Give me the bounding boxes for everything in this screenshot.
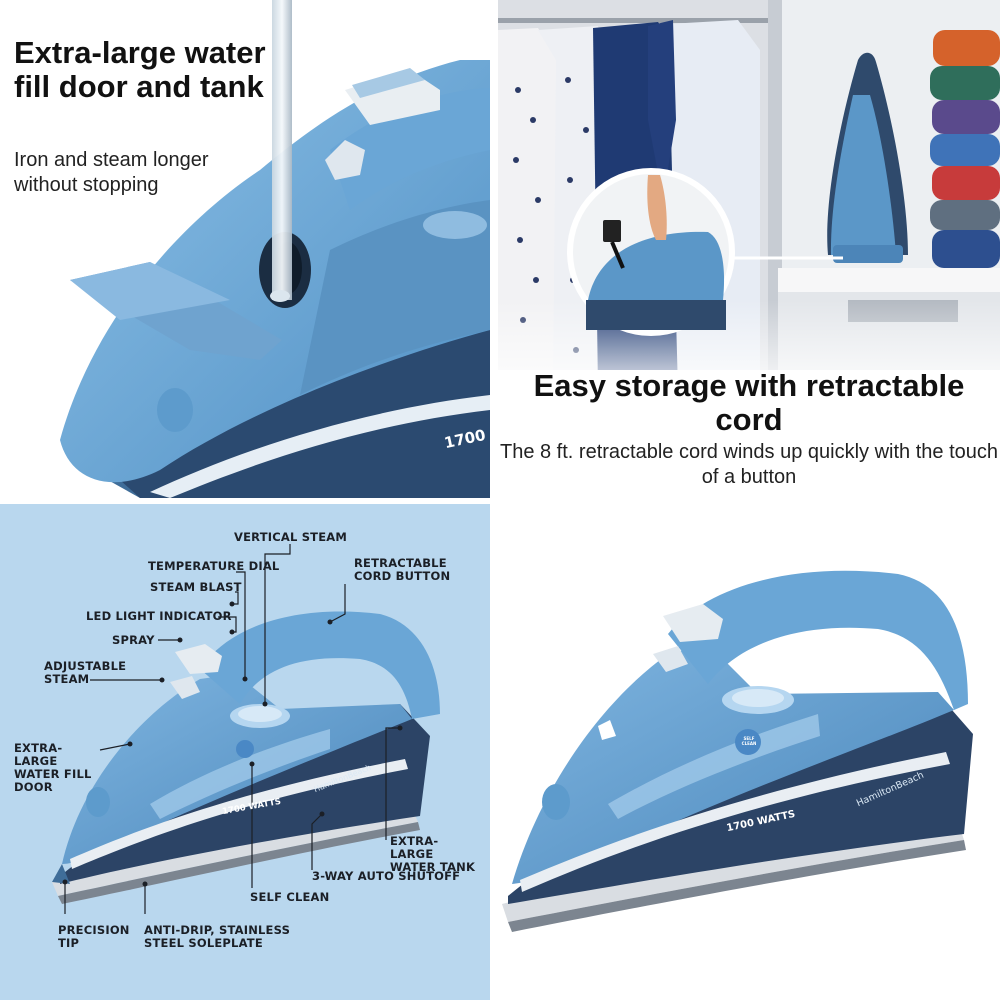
panel-title: Easy storage with retractable cord	[533, 368, 965, 437]
label-retractable-cord-button: RETRACTABLE CORD BUTTON	[354, 556, 451, 583]
label-precision-tip: PRECISION TIP	[58, 923, 130, 950]
label-adjustable-steam: ADJUSTABLE STEAM	[44, 659, 127, 686]
label-anti-drip-soleplate: ANTI-DRIP, STAINLESS STEEL SOLEPLATE	[144, 923, 291, 950]
label-steam-blast: STEAM BLAST	[150, 580, 242, 594]
label-led-light-indicator: LED LIGHT INDICATOR	[86, 609, 232, 623]
storage-panel: Easy storage with retractable cord The 8…	[498, 0, 1000, 498]
iron-closeup-illustration	[60, 0, 490, 498]
label-extra-large-water-tank: EXTRA-LARGE WATER TANK	[390, 834, 476, 874]
label-self-clean: SELF CLEAN	[250, 890, 330, 904]
iron-features-illustration	[52, 544, 440, 914]
self-clean-button-label: SELF CLEAN	[741, 736, 757, 746]
label-spray: SPRAY	[112, 633, 155, 647]
features-panel: 1700 WATTS HamiltonBeach VERTICAL STEAM …	[0, 504, 490, 1000]
label-extra-large-water-fill-door: EXTRA-LARGE WATER FILL DOOR	[14, 741, 92, 794]
product-panel: 1700 WATTS HamiltonBeach SELF CLEAN	[498, 504, 1000, 1000]
fill-door-panel: Extra-large water fill door and tank Iro…	[0, 0, 490, 498]
label-temperature-dial: TEMPERATURE DIAL	[148, 559, 280, 573]
panel-title: Extra-large water fill door and tank	[14, 35, 266, 104]
iron-product-illustration	[502, 570, 973, 932]
label-3-way-auto-shutoff: 3-WAY AUTO SHUTOFF	[312, 869, 461, 883]
panel-subtitle: The 8 ft. retractable cord winds up quic…	[499, 441, 999, 488]
panel-subtitle: Iron and steam longer without stopping	[14, 149, 209, 196]
closet-illustration	[498, 0, 1000, 498]
label-vertical-steam: VERTICAL STEAM	[234, 530, 348, 544]
